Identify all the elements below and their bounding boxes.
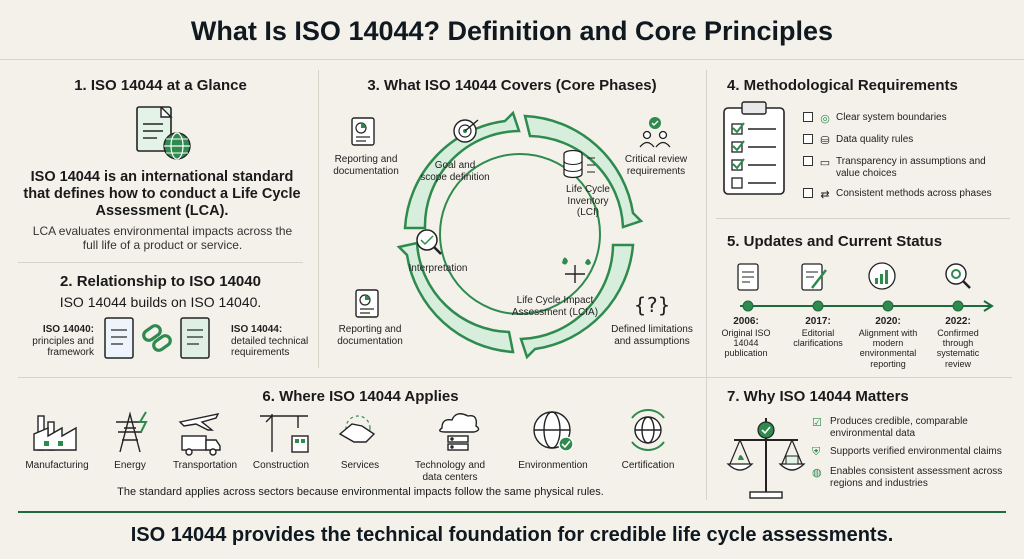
certification-globe-icon	[631, 409, 665, 451]
iso14040-label: ISO 14040: principles and framework	[32, 324, 94, 358]
footer-statement: ISO 14044 provides the technical foundat…	[130, 524, 894, 546]
timeline-labels: 2006:Original ISO 14044 publication 2017…	[718, 316, 1018, 376]
plane-truck-icon	[178, 413, 221, 456]
globe-check-icon	[533, 411, 574, 452]
divider	[716, 218, 1010, 219]
section-3-heading: 3. What ISO 14044 Covers (Core Phases)	[367, 77, 657, 94]
database-icon	[563, 149, 595, 179]
report-icon	[355, 289, 379, 318]
phase-goal-scope: Goal and scope definition	[420, 160, 490, 183]
phase-interpretation: Interpretation	[408, 263, 468, 274]
reporting-top: Reporting and documentation	[333, 154, 399, 177]
page-title: What Is ISO 14044? Definition and Core P…	[190, 16, 834, 46]
list-item: ▭ Transparency in assumptions and value …	[803, 156, 1013, 188]
list-item: ⛨ Supports verified environmental claims	[812, 446, 1002, 458]
power-tower-icon	[116, 411, 148, 453]
divider	[18, 377, 1012, 378]
handshake-icon	[338, 415, 376, 443]
sector-label: Construction	[252, 460, 310, 471]
s2-subheading: ISO 14044 builds on ISO 14040.	[59, 294, 262, 310]
magnifier-gear-icon	[945, 263, 971, 289]
braces-question-icon: {?}	[634, 293, 670, 317]
iso14044-label: ISO 14044: detailed technical requiremen…	[231, 324, 309, 358]
list-item: ☑ Produces credible, comparable environm…	[812, 416, 968, 439]
title-divider	[0, 59, 1024, 60]
scale-leaf-icon	[562, 257, 591, 283]
crane-building-icon	[260, 414, 309, 453]
document-link-icon	[104, 317, 210, 359]
s1-statement: ISO 14044 is an international standard t…	[23, 169, 301, 219]
divider	[318, 70, 319, 368]
reporting-bottom: Reporting and documentation	[337, 324, 403, 347]
report-icon	[351, 117, 375, 146]
sector-label: Energy	[114, 460, 146, 471]
section-2-heading: 2. Relationship to ISO 14040	[60, 273, 261, 290]
phase-lci: Life Cycle Inventory (LCI)	[566, 184, 610, 218]
list-item: ◍ Enables consistent assessment across r…	[812, 466, 1003, 489]
s6-note: The standard applies across sectors beca…	[117, 486, 604, 498]
document-globe-icon	[136, 106, 191, 160]
checkbox	[803, 156, 813, 166]
checkbox	[803, 188, 813, 198]
balance-scale-icon	[726, 418, 806, 499]
shield-icon: ⛨	[812, 446, 821, 458]
checkbox	[803, 134, 813, 144]
lca-phase-cycle	[396, 110, 644, 360]
s7-list: ☑ Produces credible, comparable environm…	[812, 416, 1012, 489]
footer-divider	[18, 511, 1006, 513]
target-icon: ◎	[820, 113, 830, 125]
sector-labels: Manufacturing Energy Transportation Cons…	[22, 460, 702, 488]
database-icon: ⛁	[820, 135, 830, 147]
divider	[706, 70, 707, 500]
section-6-heading: 6. Where ISO 14044 Applies	[262, 388, 459, 405]
sector-label: Services	[340, 460, 380, 471]
s1-detail: LCA evaluates environmental impacts acro…	[32, 224, 293, 252]
limitations: Defined limitations and assumptions	[611, 324, 693, 347]
sector-label: Environmention	[518, 460, 588, 471]
sector-icons	[33, 409, 665, 456]
list-item: ⛁ Data quality rules	[803, 134, 1013, 156]
clipboard-checklist-icon	[723, 101, 785, 195]
section-7-heading: 7. Why ISO 14044 Matters	[727, 388, 909, 405]
sector-label: Manufacturing	[25, 460, 89, 471]
s4-list: ◎ Clear system boundaries ⛁ Data quality…	[803, 112, 1013, 210]
review-people-icon	[639, 117, 671, 148]
timeline-event: 2020:Alignment with modern environmental…	[858, 316, 918, 369]
arrows-icon: ⇄	[820, 189, 830, 201]
book-icon: ▭	[819, 157, 831, 169]
list-item: ◎ Clear system boundaries	[803, 112, 1013, 134]
checklist-icon: ☑	[812, 417, 822, 429]
section-1-heading: 1. ISO 14044 at a Glance	[74, 77, 247, 94]
timeline-event: 2006:Original ISO 14044 publication	[721, 316, 771, 359]
document-icon	[737, 263, 759, 291]
critical-review: Critical review requirements	[624, 154, 688, 177]
edit-document-icon	[801, 263, 827, 291]
target-icon	[453, 119, 479, 143]
list-item: ⇄ Consistent methods across phases	[803, 188, 1013, 210]
magnifier-icon	[416, 229, 442, 255]
globe-icon: ◍	[812, 467, 822, 479]
phase-lcia: Life Cycle Impact Assessment (LCIA)	[511, 295, 599, 318]
timeline-event: 2022:Confirmed through systematic review	[936, 316, 980, 369]
timeline-event: 2017:Editorial clarifications	[793, 316, 843, 348]
checkbox	[803, 112, 813, 122]
svg-text:{?}: {?}	[634, 293, 670, 317]
sector-label: Technology and data centers	[414, 460, 486, 483]
factory-icon	[33, 415, 77, 451]
sector-label: Transportation	[172, 460, 238, 471]
chart-growth-icon	[868, 262, 896, 290]
section-5-heading: 5. Updates and Current Status	[727, 233, 943, 250]
sector-label: Certification	[621, 460, 675, 471]
section-4-heading: 4. Methodological Requirements	[727, 77, 958, 94]
cloud-server-icon	[439, 413, 480, 451]
timeline	[737, 262, 994, 312]
divider	[18, 262, 303, 263]
